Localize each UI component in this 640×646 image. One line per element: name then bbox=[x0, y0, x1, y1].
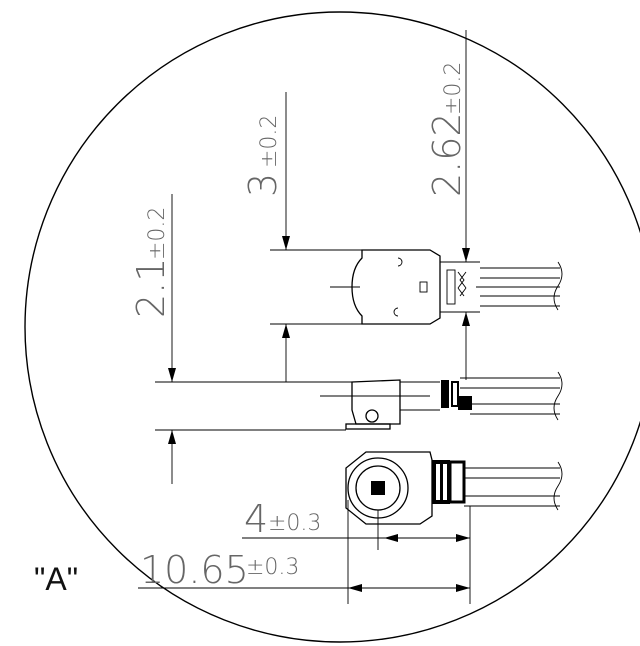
connector-top-view bbox=[330, 249, 563, 325]
view-label-a: "A" bbox=[34, 561, 78, 597]
connector-bottom-view bbox=[345, 451, 563, 550]
dim-2-1-value: 2.1 bbox=[129, 258, 173, 318]
dim-3-tolerance: ±0.2 bbox=[257, 115, 282, 168]
dim-2-62-tolerance: ±0.2 bbox=[441, 62, 466, 115]
detail-circle bbox=[24, 11, 640, 643]
connector-side-view bbox=[320, 371, 563, 430]
dim-3-value: 3 bbox=[241, 173, 285, 197]
dim-10-65-tolerance: ±0.3 bbox=[246, 555, 299, 580]
dimension-lines bbox=[138, 30, 471, 604]
dim-4-value: 4 bbox=[244, 497, 268, 541]
dim-2-62-value: 2.62 bbox=[425, 112, 469, 197]
dim-10-65-value: 10.65 bbox=[140, 548, 249, 592]
dim-4-tolerance: ±0.3 bbox=[268, 511, 321, 536]
dim-2-1-tolerance: ±0.2 bbox=[145, 207, 170, 260]
